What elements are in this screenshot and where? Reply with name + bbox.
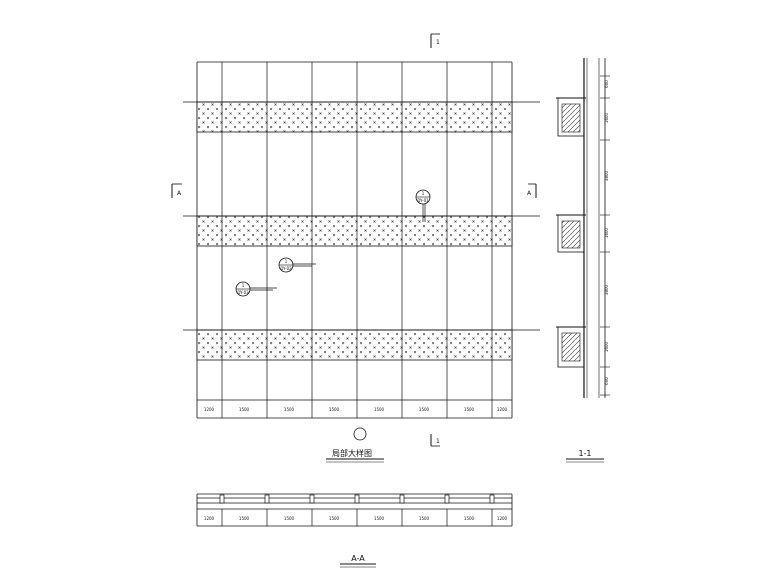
plan-dim-2: 1500 xyxy=(284,516,295,521)
section-mark-left-label: A xyxy=(177,190,182,197)
plan-dimensions: 1200 1500 1500 1500 1500 1500 1500 1200 xyxy=(204,516,508,521)
elev-dim-1: 1500 xyxy=(239,407,250,412)
section-dim-1: 1600 xyxy=(604,112,609,123)
spandrel-band-bottom xyxy=(196,329,513,361)
plan-dim-7: 1200 xyxy=(497,516,508,521)
plan-dim-4: 1500 xyxy=(374,516,385,521)
section-mark-left: A xyxy=(171,183,182,198)
section-mark-top: 1 xyxy=(430,33,440,48)
section-mark-right: A xyxy=(527,183,537,198)
elevation-title: 局部大样图 xyxy=(332,448,372,458)
detail-callout-1-top: 1 xyxy=(422,191,425,196)
plan-a-a-drawing: 1200 1500 1500 1500 1500 1500 1500 1200 … xyxy=(196,493,513,568)
section-mark-right-label: A xyxy=(527,190,532,197)
mullions xyxy=(221,62,493,418)
section-mark-bottom-label: 1 xyxy=(436,438,440,445)
section-dim-6: 600 xyxy=(604,377,609,385)
spandrel-band-top xyxy=(196,101,513,133)
elevation-marker-circle xyxy=(353,427,367,441)
plan-dim-1: 1500 xyxy=(239,516,250,521)
detail-callout-2-bottom: DY-02 xyxy=(280,266,292,271)
detail-callout-2-top: 1 xyxy=(285,259,288,264)
elevation-dimensions: 1200 1500 1500 1500 1500 1500 1500 1200 xyxy=(204,407,508,412)
detail-callout-3-top: 1 xyxy=(242,283,245,288)
section-dimensions: 600 1600 3800 1600 3800 1600 600 xyxy=(604,80,609,385)
elev-dim-6: 1500 xyxy=(464,407,475,412)
elev-dim-4: 1500 xyxy=(374,407,385,412)
slab-detail-middle xyxy=(556,214,586,253)
plan-dim-3: 1500 xyxy=(329,516,340,521)
section-dim-2: 3800 xyxy=(604,170,609,181)
plan-dim-0: 1200 xyxy=(204,516,215,521)
detail-callout-1-bottom: DY-01 xyxy=(417,198,429,203)
plan-dim-6: 1500 xyxy=(464,516,475,521)
elev-dim-2: 1500 xyxy=(284,407,295,412)
spandrel-band-middle xyxy=(196,215,513,247)
section-dim-4: 3800 xyxy=(604,284,609,295)
section-mark-top-label: 1 xyxy=(436,39,440,46)
detail-callout-3-bottom: DY-03 xyxy=(237,290,249,295)
plan-a-a-title: A-A xyxy=(351,554,365,563)
detail-callout-1: 1 DY-01 xyxy=(415,189,431,222)
section-1-1-title: 1-1 xyxy=(578,449,591,458)
section-mark-bottom: 1 xyxy=(430,434,440,447)
slab-detail-bottom xyxy=(556,326,586,368)
detail-callout-3: 1 DY-03 xyxy=(235,281,277,297)
elev-dim-3: 1500 xyxy=(329,407,340,412)
elevation-drawing: 1200 1500 1500 1500 1500 1500 1500 1200 … xyxy=(171,33,540,463)
slab-detail-top xyxy=(556,97,586,137)
detail-callout-2: 1 DY-02 xyxy=(278,257,316,273)
plan-dim-5: 1500 xyxy=(419,516,430,521)
section-dim-3: 1600 xyxy=(604,227,609,238)
section-1-1-drawing: 600 1600 3800 1600 3800 1600 600 1-1 xyxy=(556,58,610,463)
section-dim-5: 1600 xyxy=(604,341,609,352)
elev-dim-7: 1200 xyxy=(497,407,508,412)
section-dim-0: 600 xyxy=(604,80,609,88)
elev-dim-0: 1200 xyxy=(204,407,215,412)
elev-dim-5: 1500 xyxy=(419,407,430,412)
plan-mullions xyxy=(219,494,495,526)
